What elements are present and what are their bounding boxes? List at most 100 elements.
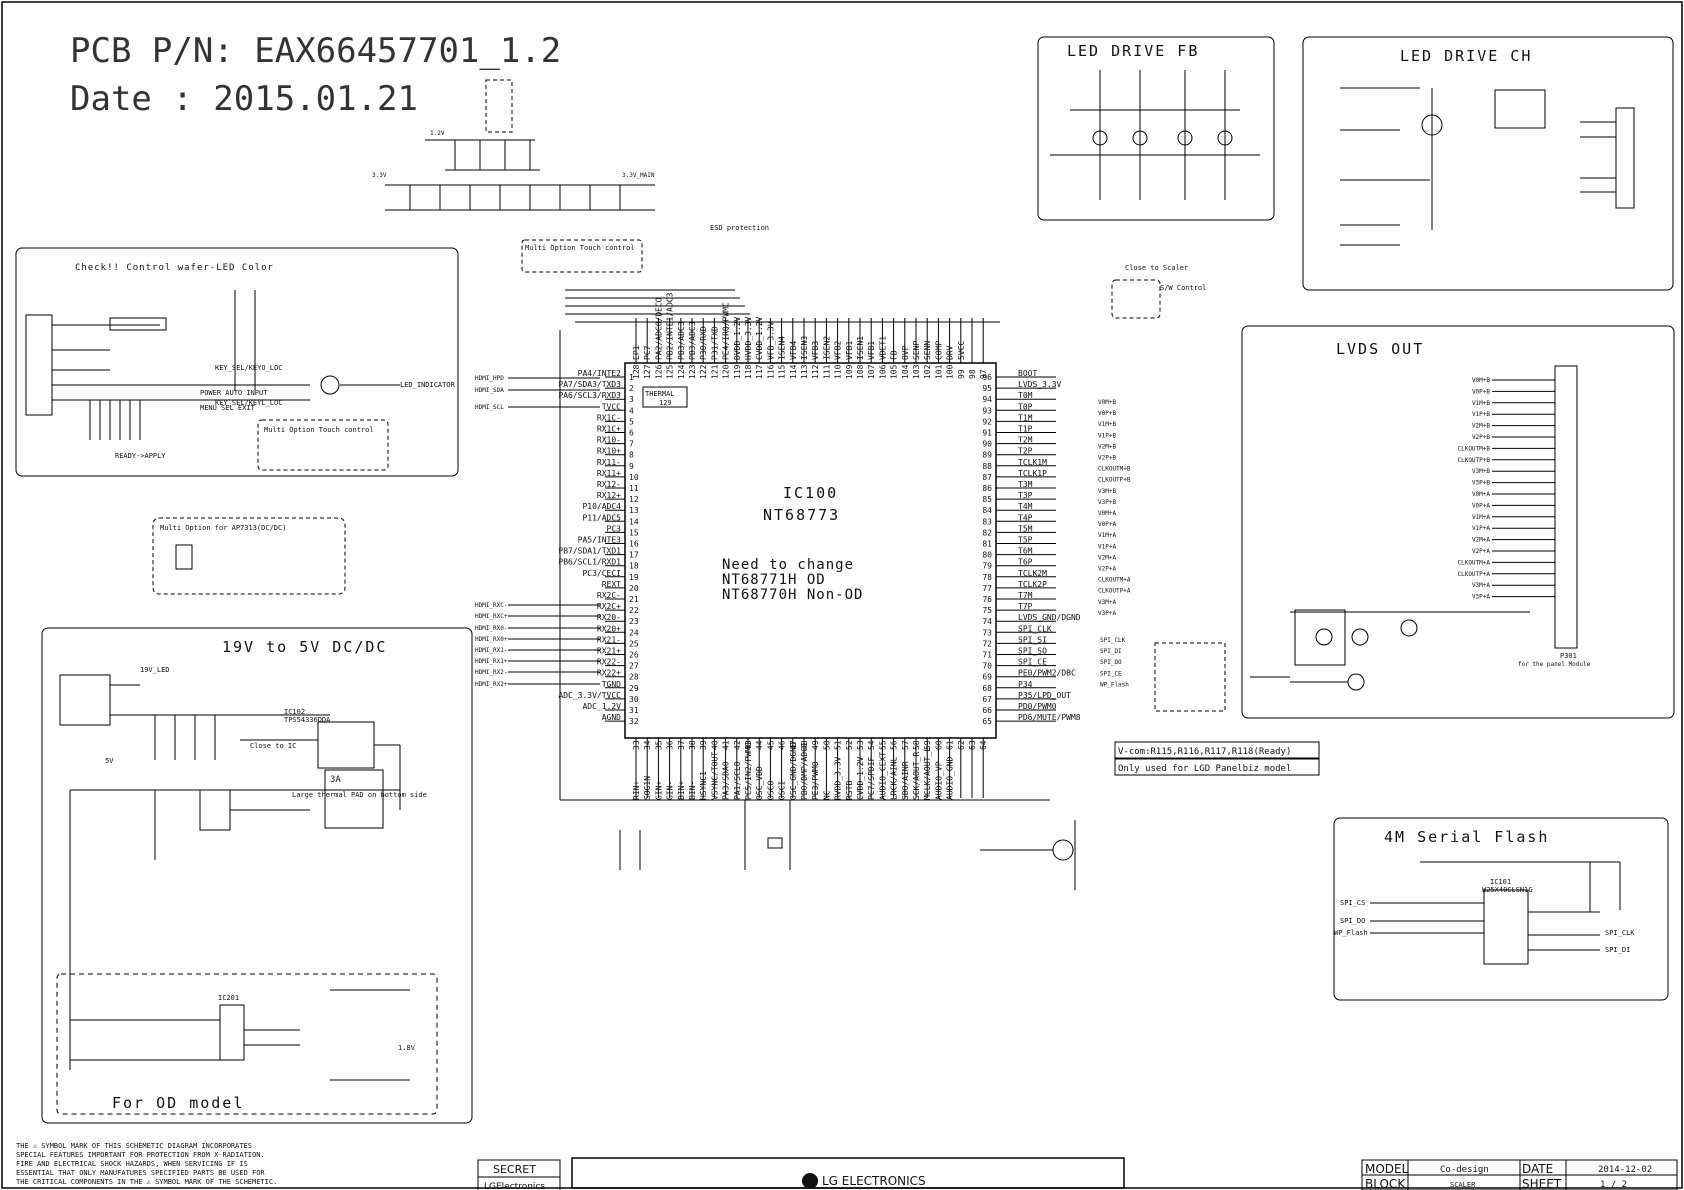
pin-number: 100 bbox=[946, 364, 955, 379]
lvds-connector-ref: P301 bbox=[1560, 652, 1577, 660]
pin-number: 51 bbox=[834, 740, 843, 750]
pin-name: AUDIO_VP bbox=[934, 761, 943, 800]
dcdc-block bbox=[41, 627, 473, 1124]
pin-name: PB3/ADC3 bbox=[677, 321, 686, 360]
lvds-connector-net: V0P+B bbox=[1472, 388, 1490, 395]
touch-option-box-2 bbox=[257, 419, 389, 471]
hdmi-net-label: HDMI_RX2- bbox=[475, 669, 508, 676]
spi-net-label: SPI_CLK bbox=[1100, 637, 1126, 644]
pin-number: 85 bbox=[982, 495, 992, 504]
pin-name: LVDS_GND/DGND bbox=[1018, 613, 1081, 622]
pin-name: PB0/DMP/ADC1 bbox=[800, 742, 809, 800]
pin-number: 5 bbox=[629, 417, 634, 426]
control-wafer-circuit bbox=[25, 290, 400, 440]
pin-name: GIN+ bbox=[654, 781, 663, 800]
pin-number: 108 bbox=[856, 364, 865, 379]
pin-name: RX12+ bbox=[597, 491, 621, 500]
pin-name: EP1 bbox=[632, 345, 641, 360]
pin-number: 61 bbox=[946, 740, 955, 750]
pin-name: OSC_VDD bbox=[755, 766, 764, 800]
pin-number: 50 bbox=[822, 740, 831, 750]
ic100-note-3: NT68770H Non-OD bbox=[722, 587, 863, 603]
pin-number: 115 bbox=[778, 364, 787, 379]
pin-name: CVDD_1.2V bbox=[755, 316, 764, 360]
pin-name: P31/TXD bbox=[710, 326, 719, 360]
warning-line-3: FIRE AND ELECTRICAL SHOCK HAZARDS, WHEN … bbox=[16, 1160, 248, 1168]
lvds-connector-net: V0P+A bbox=[1472, 502, 1490, 509]
model-label: MODEL bbox=[1365, 1162, 1409, 1176]
pin-name: SDO/AINR bbox=[901, 761, 910, 800]
pin-name: P11/ADC5 bbox=[582, 513, 621, 522]
rail-1v2-label: 1.2V bbox=[430, 130, 445, 137]
pin-number: 20 bbox=[629, 584, 639, 593]
pin-name: SPI_CLK bbox=[1018, 624, 1052, 633]
pin-name: ISEN1 bbox=[856, 336, 865, 360]
pin-name: PE0/PWM2/DBC bbox=[1018, 669, 1076, 678]
ic100-right-pins: BOOT96LVDS_3.3V95T0M94T0P93T1M92T1P91T2M… bbox=[982, 369, 1080, 726]
lg-logo-icon bbox=[802, 1173, 818, 1189]
pin-name: RVDD_3.3V bbox=[834, 756, 843, 800]
pin-name: T5P bbox=[1018, 536, 1033, 545]
hdmi-net-labels: HDMI_HPDHDMI_SDAHDMI_SCLHDMI_RXC-HDMI_RX… bbox=[475, 375, 600, 688]
pin-number: 125 bbox=[666, 364, 675, 379]
hdmi-net-label: HDMI_SDA bbox=[475, 387, 504, 394]
lvds-out-block bbox=[1241, 325, 1675, 719]
lvds-connector-desc: for the panel Module bbox=[1518, 661, 1591, 668]
hdmi-net-label: HDMI_RX2+ bbox=[475, 681, 508, 688]
pin-name: HVDD_3.3V bbox=[744, 316, 753, 360]
pin-number: 35 bbox=[654, 740, 663, 750]
esd-protection-note: ESD protection bbox=[710, 224, 769, 232]
pin-name: CVDD_1.2V bbox=[856, 756, 865, 800]
pin-number: 88 bbox=[982, 462, 992, 471]
pin-name: RSTB bbox=[845, 781, 854, 800]
pin-number: 113 bbox=[800, 364, 809, 379]
pcb-part-number: PCB P/N: EAX66457701_1.2 bbox=[70, 31, 561, 71]
pin-name: ISEN2 bbox=[822, 336, 831, 360]
pin-name: PA3/SDA0 bbox=[722, 761, 731, 800]
pin-number: 82 bbox=[982, 528, 992, 537]
pin-name: RX22+ bbox=[597, 669, 621, 678]
pin-name: PC7/SPDIF bbox=[867, 756, 876, 800]
pin-name: T1P bbox=[1018, 425, 1033, 434]
pin-name: BIN- bbox=[688, 781, 697, 800]
od-model-title: For OD model bbox=[112, 1094, 244, 1112]
pin-number: 67 bbox=[982, 695, 992, 704]
ic100-package bbox=[559, 330, 1050, 801]
pin-name: P30/RXD bbox=[699, 326, 708, 360]
lvds-net-label: CLKOUTM+B bbox=[1098, 466, 1131, 473]
date-label: DATE bbox=[1522, 1162, 1553, 1176]
rail-5v-label: 5V bbox=[105, 757, 114, 765]
ic100-note-1: Need to change bbox=[722, 557, 854, 573]
ic102-current: 3A bbox=[330, 775, 341, 785]
pin-name: TCLK2P bbox=[1018, 580, 1047, 589]
pin-name: RX12- bbox=[597, 480, 621, 489]
pin-number: 1 bbox=[629, 373, 634, 382]
ic100-ref: IC100 bbox=[783, 484, 838, 502]
lvds-net-label: V2P+B bbox=[1098, 455, 1116, 462]
pin-name: NC bbox=[822, 790, 831, 800]
pin-number: 92 bbox=[982, 417, 992, 426]
pin-name: VDET1 bbox=[878, 336, 887, 360]
lvds-net-label: V3M+B bbox=[1098, 488, 1116, 495]
pin-name: PA5/INTE3 bbox=[578, 536, 622, 545]
secret-label: SECRET bbox=[493, 1163, 536, 1176]
ap7313-option-box bbox=[152, 517, 346, 595]
pin-name: ISEN4 bbox=[778, 336, 787, 360]
pin-name: RX21- bbox=[597, 635, 621, 644]
lvds-connector-net: V2P+A bbox=[1472, 548, 1490, 555]
pin-name: GIN- bbox=[666, 781, 675, 800]
pin-number: 40 bbox=[710, 740, 719, 750]
pin-name: TCLK2M bbox=[1018, 569, 1047, 578]
flash-chip-body bbox=[1483, 889, 1529, 965]
pin-number: 52 bbox=[845, 740, 854, 750]
pin-name: VFB1 bbox=[867, 341, 876, 360]
pin-number: 118 bbox=[744, 364, 753, 379]
pin-number: 42 bbox=[733, 740, 742, 750]
pin-number: 59 bbox=[923, 740, 932, 750]
pin-number: 49 bbox=[811, 740, 820, 750]
pin-number: 87 bbox=[982, 473, 992, 482]
pin-name: T5M bbox=[1018, 524, 1033, 533]
pin-name: LVDS_3.3V bbox=[1018, 380, 1062, 389]
pin-number: 91 bbox=[982, 429, 992, 438]
lvds-connector-net: V2M+A bbox=[1472, 537, 1490, 544]
